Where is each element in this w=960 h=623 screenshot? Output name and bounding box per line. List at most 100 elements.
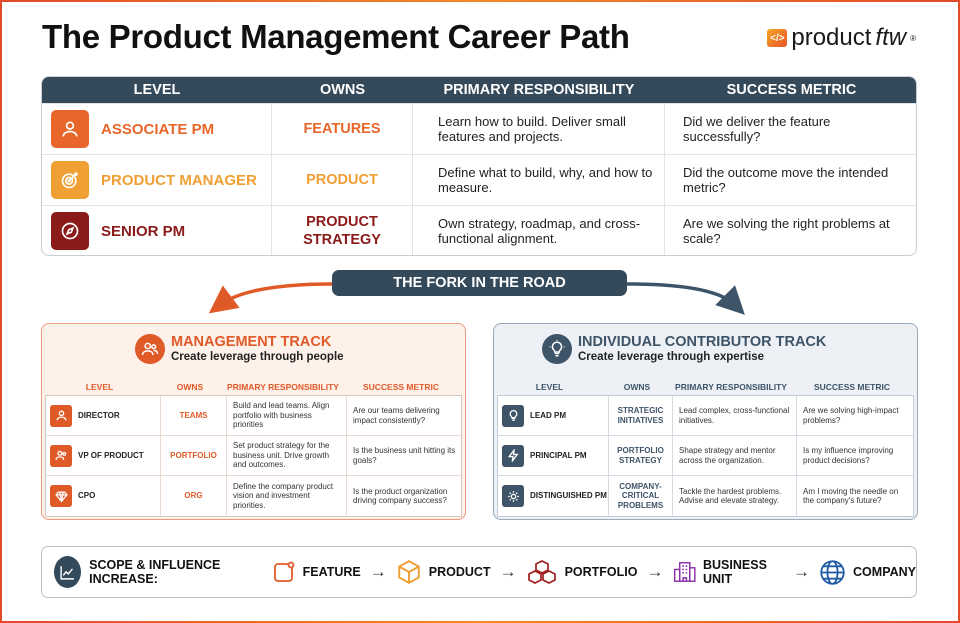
responsibility-cell: Set product strategy for the business un… xyxy=(227,436,347,475)
scope-bar: SCOPE & INFLUENCE INCREASE: FEATURE → PR… xyxy=(41,546,917,598)
people-icon xyxy=(50,444,72,467)
owns-line: STRATEGY xyxy=(619,455,662,465)
building-icon xyxy=(673,562,696,582)
feature-icon xyxy=(273,561,295,582)
table-row-principal-pm: PRINCIPAL PM PORTFOLIO STRATEGY Shape st… xyxy=(498,436,913,476)
owns-line: PRODUCT xyxy=(306,214,378,230)
metric-cell: Is the product organization driving comp… xyxy=(353,486,448,506)
logo-reg: ® xyxy=(910,33,916,43)
cubes-icon xyxy=(527,560,556,584)
box-icon xyxy=(398,560,420,584)
management-subtitle: Create leverage through people xyxy=(171,351,344,363)
globe-icon xyxy=(820,559,845,585)
level-name: PRINCIPAL PM xyxy=(530,450,587,460)
table-row-director: DIRECTOR TEAMS Build and lead teams. Ali… xyxy=(46,396,461,436)
responsibility-cell: Build and lead teams. Align portfolio wi… xyxy=(227,396,347,435)
level-name: VP OF PRODUCT xyxy=(78,450,144,460)
scope-step-portfolio: PORTFOLIO xyxy=(526,559,638,585)
compass-icon xyxy=(51,212,89,250)
logo-mark-icon: </> xyxy=(767,29,788,47)
scope-step-feature: FEATURE xyxy=(272,560,361,584)
step-label: PRODUCT xyxy=(428,565,491,579)
header-owns: OWNS xyxy=(176,382,204,392)
management-table-header: LEVEL OWNS PRIMARY RESPONSIBILITY SUCCES… xyxy=(42,380,465,394)
step-label: FEATURE xyxy=(302,565,361,579)
header-metric: SUCCESS METRIC xyxy=(813,382,891,392)
header-metric: SUCCESS METRIC xyxy=(726,82,857,98)
header-level: LEVEL xyxy=(85,382,114,392)
table-row-distinguished-pm: DISTINGUISHED PM COMPANY- CRITICAL PROBL… xyxy=(498,476,913,516)
responsibility-cell: Tackle the hardest problems. Advise and … xyxy=(673,476,797,516)
level-name: DISTINGUISHED PM xyxy=(530,491,607,501)
metric-cell: Am I moving the needle on the company's … xyxy=(803,486,899,506)
table-row-senior-pm: SENIOR PM PRODUCT STRATEGY Own strategy,… xyxy=(42,205,916,255)
management-title: MANAGEMENT TRACK xyxy=(171,334,332,350)
target-icon xyxy=(51,161,89,199)
owns-line: STRATEGY xyxy=(303,232,381,248)
person-icon xyxy=(51,110,89,148)
level-name: ASSOCIATE PM xyxy=(101,120,215,138)
level-name: SENIOR PM xyxy=(101,222,186,240)
arrow-right-icon: → xyxy=(499,562,517,581)
table-row-vp-of-product: VP OF PRODUCT PORTFOLIO Set product stra… xyxy=(46,436,461,476)
arrow-right-icon: → xyxy=(793,562,811,581)
level-cell: SENIOR PM xyxy=(42,206,272,255)
logo-ftw: ftw xyxy=(875,24,907,51)
ic-table-header: LEVEL OWNS PRIMARY RESPONSIBILITY SUCCES… xyxy=(494,380,917,394)
level-name: CPO xyxy=(78,491,96,501)
fork-banner: THE FORK IN THE ROAD xyxy=(332,270,627,296)
step-label: BUSINESS UNIT xyxy=(703,558,767,586)
header-metric: SUCCESS METRIC xyxy=(362,382,440,392)
owns-cell: PORTFOLIO xyxy=(161,436,227,475)
person-icon xyxy=(50,404,72,427)
owns-cell: STRATEGIC INITIATIVES xyxy=(609,396,673,435)
responsibility-cell: Learn how to build. Deliver small featur… xyxy=(413,104,665,154)
level-cell: CPO xyxy=(46,476,161,516)
arrow-right-icon: → xyxy=(646,562,664,581)
scope-step-company: COMPANY xyxy=(819,559,916,586)
owns-line: COMPANY- xyxy=(619,481,662,491)
metric-cell: Did we deliver the feature successfully? xyxy=(683,113,831,145)
lightning-icon xyxy=(502,444,524,467)
header-responsibility: PRIMARY RESPONSIBILITY xyxy=(675,382,787,392)
logo-text: product xyxy=(791,24,872,51)
header-owns: OWNS xyxy=(623,382,651,392)
metric-cell: Are we solving high-impact problems? xyxy=(803,406,899,425)
level-cell: PRODUCT MANAGER xyxy=(42,155,272,205)
table-row-lead-pm: LEAD PM STRATEGIC INITIATIVES Lead compl… xyxy=(498,396,913,436)
responsibility-cell: Define the company product vision and in… xyxy=(227,476,347,516)
step-label: PORTFOLIO xyxy=(564,565,638,579)
level-cell: LEAD PM xyxy=(498,396,609,435)
metric-cell: Are we solving the right problems at sca… xyxy=(683,215,890,247)
level-cell: VP OF PRODUCT xyxy=(46,436,161,475)
management-table: DIRECTOR TEAMS Build and lead teams. Ali… xyxy=(45,395,462,517)
career-table: LEVEL OWNS PRIMARY RESPONSIBILITY SUCCES… xyxy=(41,76,917,256)
owns-cell: TEAMS xyxy=(161,396,227,435)
people-icon xyxy=(135,334,165,364)
responsibility-cell: Lead complex, cross-functional initiativ… xyxy=(673,396,797,435)
sun-icon xyxy=(502,485,524,507)
responsibility-cell: Shape strategy and mentor across the org… xyxy=(673,436,797,475)
arrow-right-icon: → xyxy=(369,562,387,581)
level-name: PRODUCT MANAGER xyxy=(101,171,257,189)
scope-step-product: PRODUCT xyxy=(396,559,491,585)
level-cell: DIRECTOR xyxy=(46,396,161,435)
metric-cell: Is my influence improving product decisi… xyxy=(803,446,894,465)
level-cell: ASSOCIATE PM xyxy=(42,104,272,154)
career-table-header: LEVEL OWNS PRIMARY RESPONSIBILITY SUCCES… xyxy=(42,77,916,103)
table-row-product-manager: PRODUCT MANAGER PRODUCT Define what to b… xyxy=(42,154,916,205)
level-name: DIRECTOR xyxy=(78,410,120,420)
management-heading: MANAGEMENT TRACK Create leverage through… xyxy=(135,334,344,364)
owns-cell: PORTFOLIO STRATEGY xyxy=(609,436,673,475)
header-responsibility: PRIMARY RESPONSIBILITY xyxy=(443,82,635,98)
scope-label: SCOPE & INFLUENCE INCREASE: xyxy=(89,558,221,586)
ic-heading: INDIVIDUAL CONTRIBUTOR TRACK Create leve… xyxy=(542,334,826,364)
level-cell: PRINCIPAL PM xyxy=(498,436,609,475)
trend-chart-icon xyxy=(54,556,82,588)
owns-cell: COMPANY- CRITICAL PROBLEMS xyxy=(609,476,673,516)
owns-cell: FEATURES xyxy=(272,104,413,154)
metric-cell: Did the outcome move the intended metric… xyxy=(683,164,889,196)
header-level: LEVEL xyxy=(133,82,181,98)
owns-cell: ORG xyxy=(161,476,227,516)
